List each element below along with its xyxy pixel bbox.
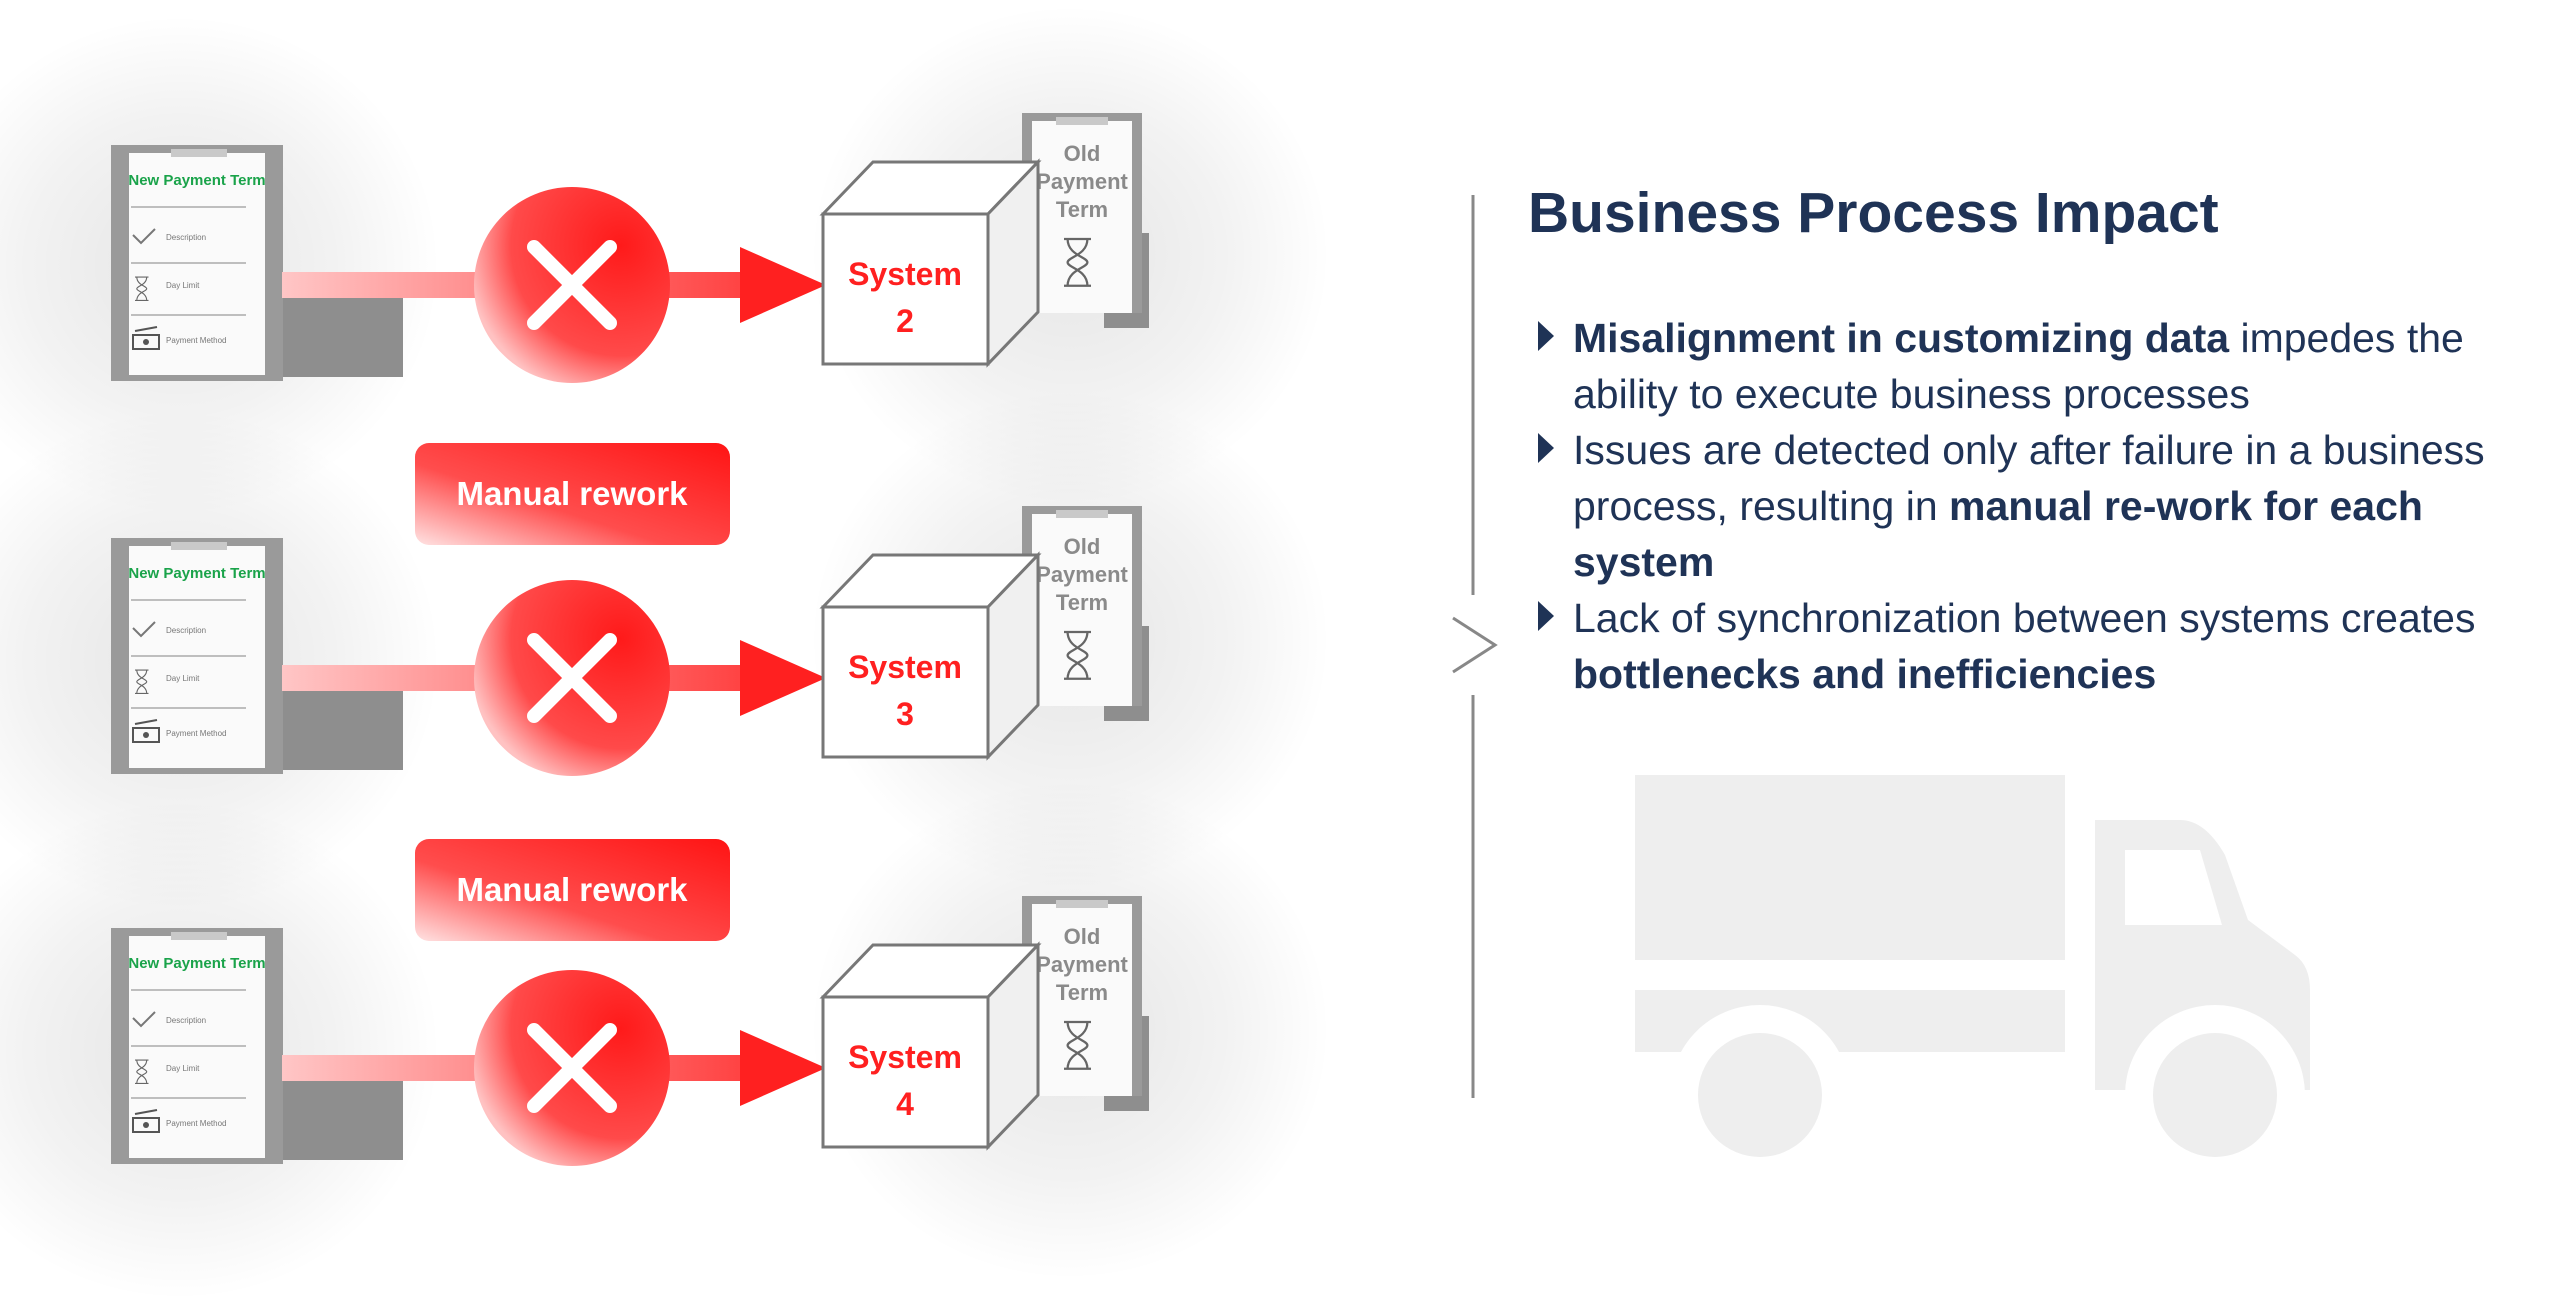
old-doc-label: Payment xyxy=(1036,562,1128,587)
old-doc-label: Old xyxy=(1064,924,1101,949)
hourglass-icon xyxy=(135,276,149,301)
doc-title: New Payment Term xyxy=(128,565,265,582)
bullet-emphasis: Misalignment in customizing data xyxy=(1573,315,2230,361)
system-box-icon: System 3 xyxy=(819,551,1042,761)
doc-field-label: Description xyxy=(166,233,206,242)
bullet-triangle-icon xyxy=(1538,601,1554,631)
arrow-icon xyxy=(740,247,826,323)
arrow-icon xyxy=(740,640,826,716)
impact-bullet: Issues are detected only after failure i… xyxy=(1535,422,2495,590)
bullet-text: impedes the ability to execute business … xyxy=(1573,315,2464,417)
doc-field-label: Day Limit xyxy=(166,281,200,290)
system-name: System xyxy=(848,649,962,685)
system-number: 3 xyxy=(896,696,914,732)
bullet-text: Issues are detected only after failure i… xyxy=(1573,427,2485,529)
cash-icon xyxy=(132,326,160,350)
chevron-right-icon xyxy=(1452,616,1498,674)
bullet-text: Lack of synchronization between systems … xyxy=(1573,595,2476,641)
cash-icon xyxy=(132,719,160,743)
doc-field-label: Description xyxy=(166,626,206,635)
doc-field-label: Description xyxy=(166,1016,206,1025)
old-doc-label: Payment xyxy=(1036,169,1128,194)
doc-field-label: Day Limit xyxy=(166,674,200,683)
hourglass-icon xyxy=(1064,1020,1092,1070)
manual-rework-badge: Manual rework xyxy=(415,839,730,941)
checkmark-icon xyxy=(132,228,156,245)
impact-bullet: Lack of synchronization between systems … xyxy=(1535,590,2495,702)
checkmark-icon xyxy=(132,1011,156,1028)
hourglass-icon xyxy=(1064,237,1092,287)
system-number: 2 xyxy=(896,303,914,339)
old-doc-label: Payment xyxy=(1036,952,1128,977)
bullet-triangle-icon xyxy=(1538,321,1554,351)
doc-field-label: Payment Method xyxy=(166,729,226,738)
checkmark-icon xyxy=(132,621,156,638)
doc-field-label: Payment Method xyxy=(166,336,226,345)
old-doc-label: Term xyxy=(1056,590,1108,615)
system-name: System xyxy=(848,256,962,292)
bullet-emphasis: bottlenecks and inefficiencies xyxy=(1573,651,2157,697)
error-x-icon xyxy=(474,970,670,1166)
manual-rework-label: Manual rework xyxy=(456,871,688,908)
doc-title: New Payment Term xyxy=(128,172,265,189)
old-doc-label: Term xyxy=(1056,980,1108,1005)
system-box-icon: System 4 xyxy=(819,941,1042,1151)
doc-title: New Payment Term xyxy=(128,955,265,972)
manual-rework-label: Manual rework xyxy=(456,475,688,512)
truck-icon xyxy=(1635,775,2310,1185)
old-doc-label: Old xyxy=(1064,141,1101,166)
cash-icon xyxy=(132,1109,160,1133)
hourglass-icon xyxy=(135,669,149,694)
system-number: 4 xyxy=(896,1086,914,1122)
hourglass-icon xyxy=(135,1059,149,1084)
panel-title: Business Process Impact xyxy=(1528,181,2219,245)
old-doc-label: Term xyxy=(1056,197,1108,222)
hourglass-icon xyxy=(1064,630,1092,680)
arrow-icon xyxy=(740,1030,826,1106)
old-doc-label: Old xyxy=(1064,534,1101,559)
impact-bullet-list: Misalignment in customizing data impedes… xyxy=(1535,310,2495,702)
error-x-icon xyxy=(474,187,670,383)
system-name: System xyxy=(848,1039,962,1075)
bullet-triangle-icon xyxy=(1538,433,1554,463)
bullet-emphasis: manual re-work for each system xyxy=(1573,483,2423,585)
system-box-icon: System 2 xyxy=(819,158,1042,368)
doc-field-label: Day Limit xyxy=(166,1064,200,1073)
impact-bullet: Misalignment in customizing data impedes… xyxy=(1535,310,2495,422)
error-x-icon xyxy=(474,580,670,776)
manual-rework-badge: Manual rework xyxy=(415,443,730,545)
doc-field-label: Payment Method xyxy=(166,1119,226,1128)
